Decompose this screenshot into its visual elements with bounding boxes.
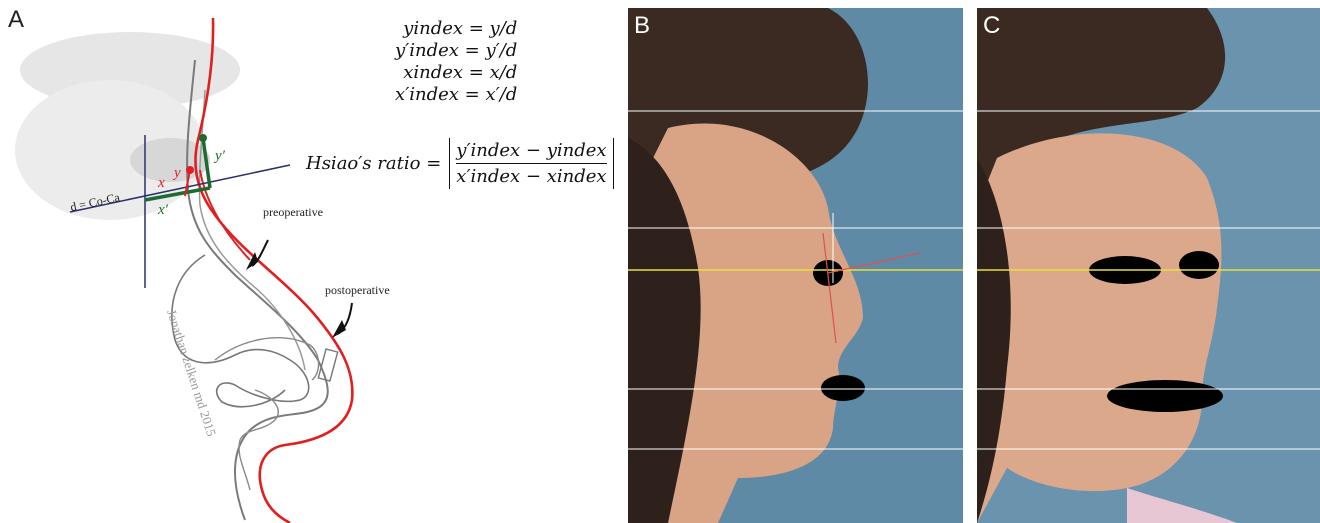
x-label: x (158, 175, 165, 192)
panel-letter-b: B (634, 14, 650, 38)
y-prime-index-equation: y′index = y′/d (395, 40, 517, 62)
profile-photo-b (628, 8, 963, 523)
y-label: y (174, 165, 181, 182)
x-prime-label: x′ (158, 202, 168, 219)
postoperative-arrowhead (332, 320, 346, 338)
photo-panel-c: C (977, 8, 1320, 523)
postoperative-label: postoperative (325, 283, 390, 298)
ratio-fraction: y′index − yindex x′index − xindex (449, 138, 613, 189)
diagram-panel-a (0, 0, 620, 523)
equation-block: yindex = y/d y′index = y′/d xindex = x/d… (395, 18, 517, 106)
postoperative-profile-line (195, 18, 352, 523)
x-prime-index-equation: x′index = x′/d (395, 84, 517, 106)
ratio-denominator: x′index − xindex (456, 164, 606, 187)
cartilage-outline (199, 90, 305, 370)
x-index-equation: xindex = x/d (395, 62, 517, 84)
tip-bracket (318, 349, 337, 381)
red-landmark-dot (186, 166, 194, 174)
green-landmark-dot (199, 134, 207, 142)
ratio-label: Hsiao′s ratio = (306, 153, 441, 174)
hsiao-ratio-formula: Hsiao′s ratio = y′index − yindex x′index… (306, 138, 614, 189)
y-prime-label: y′ (215, 148, 225, 165)
y-index-equation: yindex = y/d (395, 18, 517, 40)
panel-letter-c: C (983, 14, 1000, 38)
preoperative-label: preoperative (263, 205, 323, 220)
panel-letter-a: A (8, 8, 24, 32)
profile-photo-c (977, 8, 1320, 523)
photo-panel-b: B (628, 8, 963, 523)
mouth-censor-c (1107, 380, 1223, 412)
ratio-numerator: y′index − yindex (456, 140, 606, 164)
mouth-censor-b (821, 375, 865, 401)
right-eye-censor-c (1179, 251, 1219, 279)
